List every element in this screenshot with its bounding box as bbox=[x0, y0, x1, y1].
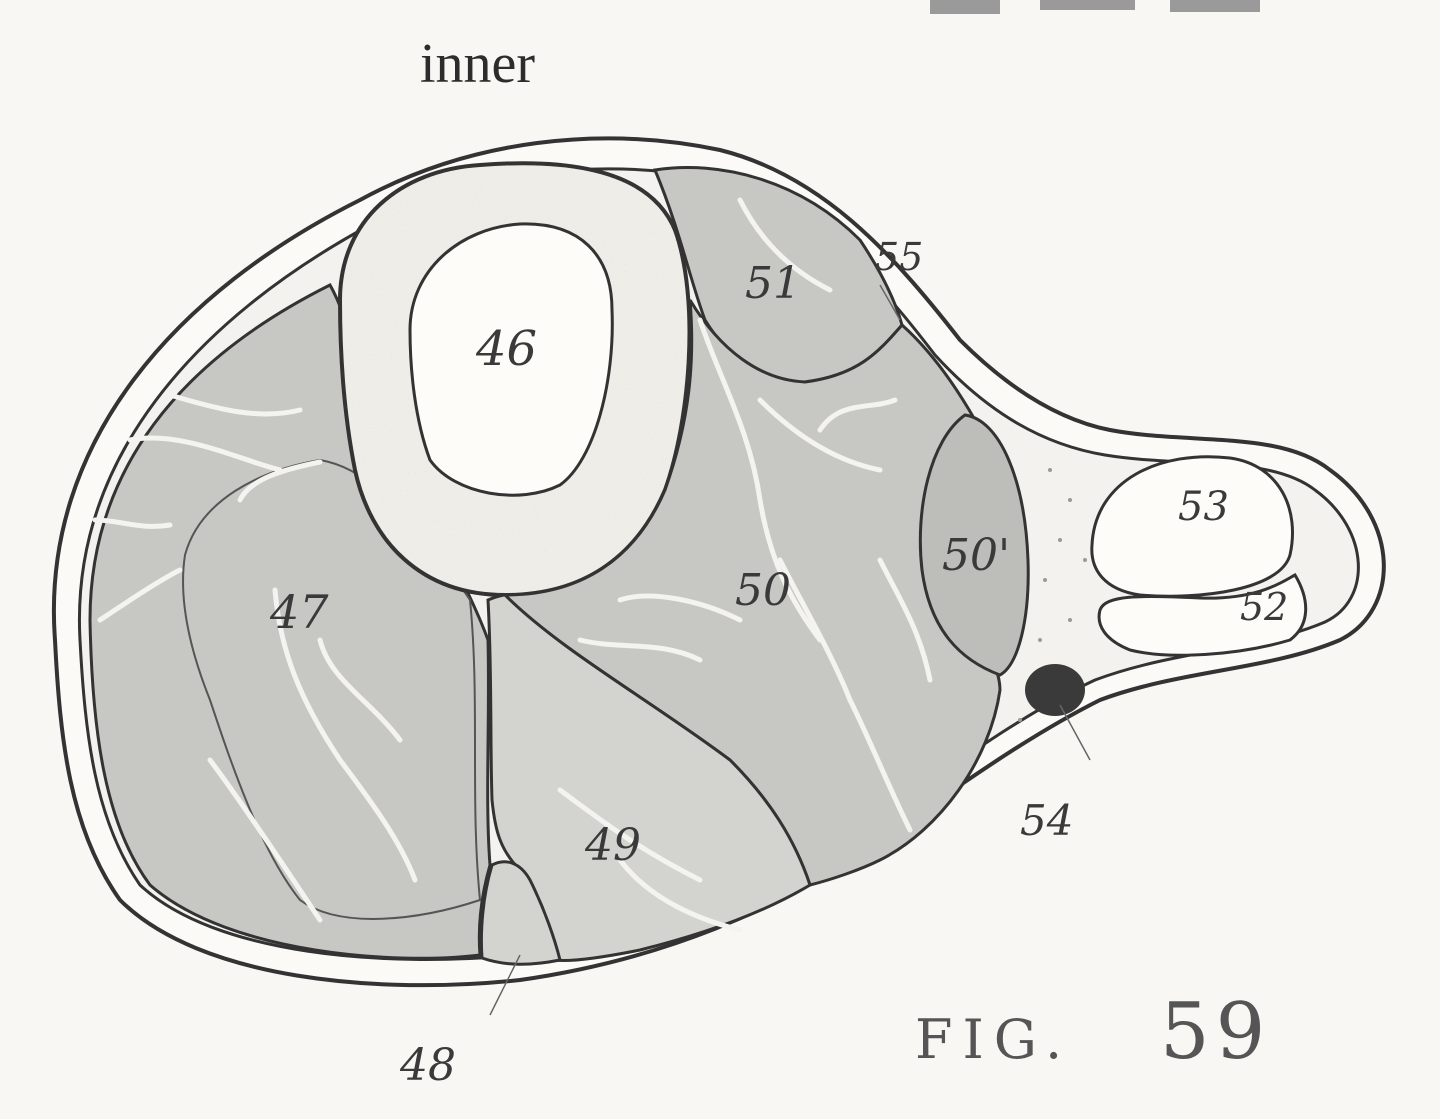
label-49: 49 bbox=[584, 820, 641, 871]
label-46: 46 bbox=[475, 321, 537, 377]
label-47: 47 bbox=[269, 585, 329, 639]
label-50: 50 bbox=[735, 565, 791, 616]
label-53: 53 bbox=[1178, 484, 1229, 530]
vessel-54-mark bbox=[1025, 664, 1085, 716]
label-51: 51 bbox=[745, 258, 801, 309]
label-50-prime: 50' bbox=[942, 530, 1010, 581]
label-54: 54 bbox=[1020, 796, 1073, 845]
label-52: 52 bbox=[1240, 585, 1288, 629]
orientation-label: inner bbox=[420, 33, 535, 95]
cropped-header-fragment bbox=[930, 0, 1260, 14]
figure-caption-prefix: FIG. bbox=[915, 1008, 1072, 1071]
label-48: 48 bbox=[399, 1040, 456, 1091]
label-55: 55 bbox=[875, 235, 923, 279]
figure-caption-number: 59 bbox=[1160, 987, 1271, 1077]
